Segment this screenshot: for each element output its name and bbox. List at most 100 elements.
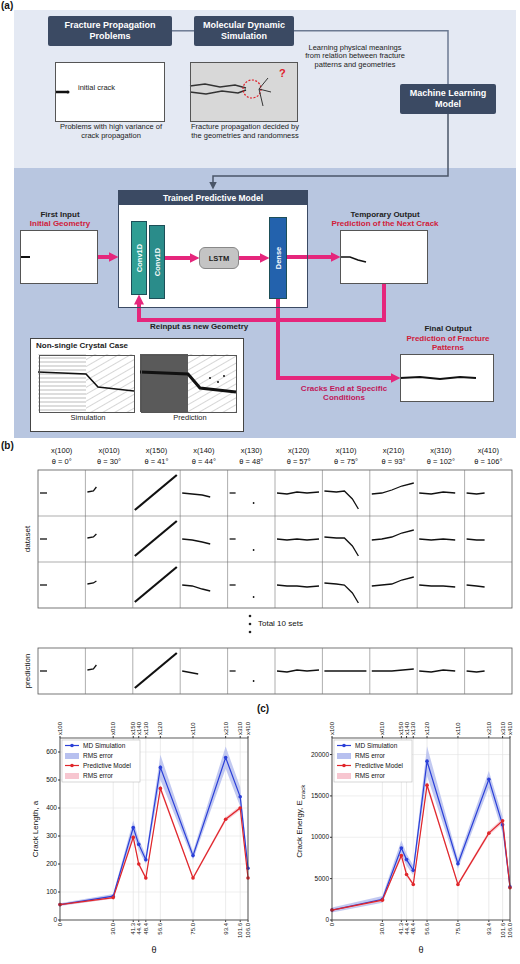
crack-line bbox=[419, 670, 455, 672]
column-header: x(120) bbox=[288, 447, 309, 455]
data-point bbox=[131, 826, 135, 830]
axis-tick: 101.6 bbox=[237, 923, 244, 938]
frame-ground bbox=[118, 190, 308, 308]
column-header: θ = 102° bbox=[427, 458, 455, 466]
table-rule bbox=[464, 648, 465, 694]
legend-text: RMS error bbox=[83, 772, 113, 779]
table-rule bbox=[322, 648, 323, 694]
node-text: Conv1D bbox=[153, 248, 162, 276]
axis-title: Crack Energy, E bbox=[296, 800, 305, 858]
image-frame: initial crackProblems with high variance… bbox=[55, 62, 165, 122]
data-line bbox=[332, 785, 510, 910]
crack-line bbox=[135, 521, 177, 556]
column-header: x(310) bbox=[430, 447, 451, 455]
case-box: Non-single Crystal CaseSimulationPredict… bbox=[30, 338, 244, 432]
frame-ground bbox=[30, 338, 244, 432]
line-chart bbox=[58, 736, 250, 922]
plot-frame bbox=[60, 738, 248, 920]
axis-tick: 400 bbox=[46, 804, 57, 811]
crack-line bbox=[230, 584, 236, 585]
legend-line bbox=[337, 742, 351, 749]
caption-group: Fracture propagation decided by the geom… bbox=[191, 121, 299, 140]
legend-entry: RMS error bbox=[337, 772, 385, 779]
legend-text: Predictive Model bbox=[355, 762, 403, 769]
crack-line bbox=[419, 539, 455, 540]
column-header: x(140) bbox=[193, 447, 214, 455]
image-frame: Prediction bbox=[141, 355, 237, 413]
axis-tick: x130 bbox=[410, 722, 417, 735]
edge-note: Cracks End at Specific Conditions bbox=[292, 385, 396, 403]
debris-dot bbox=[253, 549, 255, 551]
legend-text: Predictive Model bbox=[83, 762, 131, 769]
crack-line bbox=[135, 567, 177, 602]
table-rule bbox=[369, 648, 370, 694]
data-point bbox=[191, 876, 195, 880]
axis-tick: 20000 bbox=[311, 751, 329, 758]
data-point bbox=[191, 854, 195, 858]
legend-swatch bbox=[337, 773, 351, 779]
connector bbox=[278, 299, 396, 378]
process-box: Molecular Dynamic Simulation bbox=[194, 16, 294, 46]
data-point bbox=[405, 858, 409, 862]
axis-tick: 15000 bbox=[311, 792, 329, 799]
caption-text: First Input bbox=[9, 210, 111, 219]
axis-tick: 600 bbox=[46, 748, 57, 755]
caption-group: Final OutputPrediction of Fracture Patte… bbox=[401, 324, 495, 355]
caption-text: Initial Geometry bbox=[9, 219, 111, 228]
row-label: dataset bbox=[24, 526, 33, 552]
ellipsis-dot bbox=[249, 631, 252, 634]
axis-tick: 93.4 bbox=[486, 923, 493, 935]
axis-tick: x410 bbox=[245, 722, 252, 735]
axis-tick: 30.0 bbox=[110, 923, 117, 935]
data-point bbox=[400, 846, 404, 850]
caption-group: Temporary OutputPrediction of the Next C… bbox=[327, 210, 443, 231]
layer-block: Dense bbox=[269, 217, 287, 299]
note-text: Total 10 sets bbox=[258, 620, 303, 629]
row-label: prediction bbox=[24, 654, 33, 689]
legend-entry: MD Simulation bbox=[337, 742, 397, 749]
grid-line bbox=[60, 836, 248, 837]
direction-arrow bbox=[259, 78, 268, 89]
debris-dot bbox=[253, 596, 255, 598]
crack-line bbox=[400, 377, 476, 379]
image-frame: ?Fracture propagation decided by the geo… bbox=[190, 62, 298, 122]
layer-block: Conv1D bbox=[131, 221, 147, 295]
legend-entry: RMS error bbox=[65, 752, 113, 759]
data-point bbox=[238, 795, 242, 799]
grid-line bbox=[488, 738, 489, 920]
debris-dot bbox=[223, 375, 225, 377]
axis-tick: x140 bbox=[135, 722, 142, 735]
legend-entry: RMS error bbox=[65, 772, 113, 779]
axis-tick: x110 bbox=[455, 722, 462, 735]
node-text: Machine Learning Model bbox=[405, 88, 491, 110]
axis-title: θ bbox=[418, 946, 423, 956]
crack-line bbox=[372, 530, 414, 540]
axis-tick: x110 bbox=[190, 722, 197, 735]
legend-box bbox=[334, 740, 412, 782]
data-point bbox=[224, 817, 228, 821]
column-header: θ = 0° bbox=[52, 458, 72, 466]
axis-tick: x120 bbox=[424, 722, 431, 735]
axis-tick: x100 bbox=[329, 722, 336, 735]
legend-box bbox=[62, 740, 140, 782]
column-header: x(410) bbox=[478, 447, 499, 455]
layer-block: LSTM bbox=[199, 247, 239, 269]
column-header: θ = 48° bbox=[239, 458, 263, 466]
data-point bbox=[144, 858, 148, 862]
axis-tick: x310 bbox=[499, 722, 506, 735]
table-rule bbox=[275, 648, 276, 694]
frame-ground bbox=[20, 230, 98, 284]
table-frame bbox=[38, 648, 512, 694]
image-frame: Temporary OutputPrediction of the Next C… bbox=[340, 230, 428, 284]
table-rule bbox=[180, 648, 181, 694]
column-header: x(130) bbox=[241, 447, 262, 455]
axis-tick: 5000 bbox=[315, 875, 329, 882]
axis-tick: x010 bbox=[110, 722, 117, 735]
axis-tick: 30.0 bbox=[379, 923, 386, 935]
crack-line bbox=[372, 483, 414, 494]
crack-line bbox=[87, 665, 96, 670]
column-header: x(010) bbox=[98, 447, 119, 455]
axis-tick: x410 bbox=[507, 722, 514, 735]
axis-tick: 48.4 bbox=[410, 923, 417, 935]
